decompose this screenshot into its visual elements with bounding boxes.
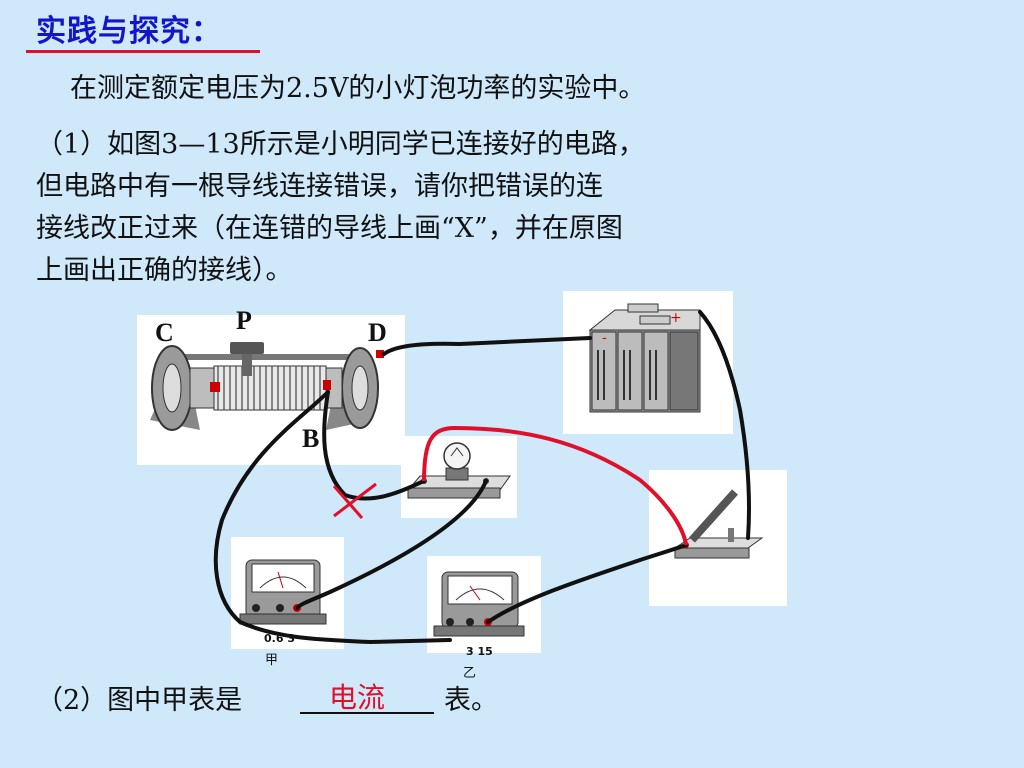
title-underline [26,50,260,53]
svg-text:-: - [602,330,607,346]
meter-b-terminal-labels: 3 15 [466,645,493,658]
meter-a-terminal-labels: 0.6 3 [264,632,295,645]
error-cross-mark [332,482,377,519]
question2-answer: 电流 [329,681,386,714]
corrected-wire [422,425,688,546]
intro-text: 在测定额定电压为2.5V的小灯泡功率的实验中。 [70,73,646,104]
question1-line4: 上画出正确的接线）。 [36,255,293,286]
label-d: D [368,318,387,347]
label-p: P [236,306,252,335]
page-title: 实践与探究： [36,14,222,49]
question1-line2: 但电路中有一根导线连接错误，请你把错误的连 [36,171,603,202]
question2-suffix: 表。 [444,685,498,716]
wires [213,310,751,645]
answer-blank-line [300,712,434,714]
rheostat-icon [150,342,384,431]
meter-b-name: 乙 [463,666,477,681]
svg-text:+: + [670,310,682,326]
question1-line3: 接线改正过来（在连错的导线上画“X”，并在原图 [36,213,623,244]
label-c: C [155,318,174,347]
label-b: B [302,424,320,453]
question1-line1: （1）如图3—13所示是小明同学已连接好的电路， [36,129,645,160]
meter-a-icon [239,559,327,625]
meter-b-icon [433,571,525,637]
question2-prefix: （2）图中甲表是 [36,685,243,716]
battery-icon: + - [588,303,701,413]
meter-a-name: 甲 [265,653,279,668]
